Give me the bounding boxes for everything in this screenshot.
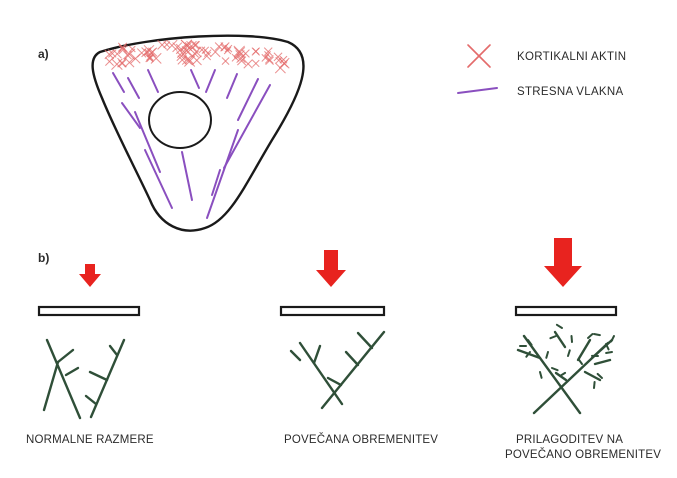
load-plates: [39, 307, 616, 315]
load-arrow-medium: [316, 250, 346, 287]
stress-fiber: [128, 78, 139, 98]
caption-adapted-line1: PRILAGODITEV NA: [516, 434, 623, 446]
spine: [594, 382, 595, 388]
spine: [552, 368, 558, 370]
load-plate: [281, 307, 384, 315]
spine: [598, 374, 602, 378]
load-plate: [39, 307, 139, 315]
spine: [568, 350, 570, 356]
stress-fiber: [191, 70, 199, 88]
spine: [560, 373, 565, 376]
spine: [611, 336, 614, 341]
load-arrows: [79, 238, 582, 287]
legend-stress-fibers-label: STRESNA VLAKNA: [517, 86, 623, 98]
legend-cortical-actin-label: KORTIKALNI AKTIN: [517, 51, 626, 63]
panel-a-label: a): [38, 47, 49, 61]
load-arrow-small: [79, 264, 101, 287]
nucleus: [149, 92, 211, 148]
captions: NORMALNE RAZMERE POVEČANA OBREMENITEV PR…: [26, 433, 661, 461]
caption-normal: NORMALNE RAZMERE: [26, 434, 154, 446]
panel-b-label: b): [38, 251, 49, 265]
stress-fiber: [148, 70, 158, 92]
load-arrow-large: [544, 238, 582, 287]
stress-fiber: [113, 73, 124, 92]
caption-increased-load: POVEČANA OBREMENITEV: [284, 433, 438, 446]
spine: [572, 336, 573, 342]
stress-fiber: [182, 152, 192, 200]
spine: [540, 372, 542, 378]
branch-network-normal: [44, 340, 124, 418]
cross-icon: [468, 45, 490, 67]
caption-adapted-line2: POVEČANO OBREMENITEV: [505, 448, 661, 461]
stress-fiber: [227, 74, 237, 98]
spine: [588, 334, 593, 338]
branch-network-increased-load: [291, 332, 384, 408]
spine: [606, 352, 612, 353]
spine: [579, 359, 583, 364]
cell-diagram: [93, 36, 304, 231]
spine: [550, 336, 556, 338]
spine: [594, 334, 600, 335]
load-plate: [516, 307, 616, 315]
stress-fiber: [206, 70, 215, 92]
spine: [557, 325, 562, 328]
legend: KORTIKALNI AKTIN STRESNA VLAKNA: [458, 45, 626, 98]
line-icon: [458, 88, 497, 93]
spine: [546, 352, 548, 358]
